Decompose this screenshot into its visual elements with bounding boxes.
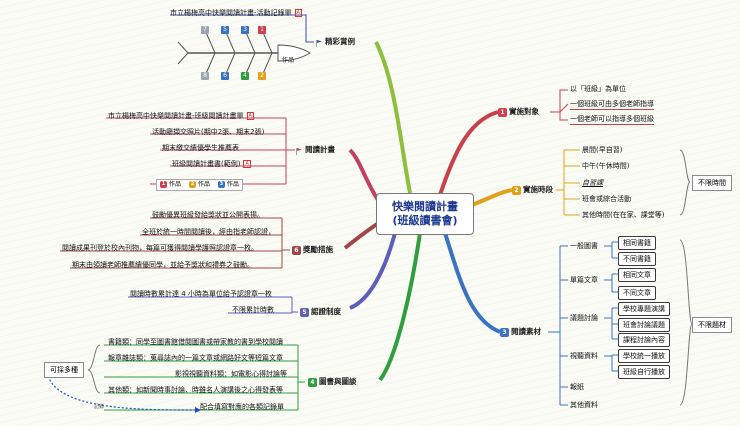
node-multi-class[interactable]: 一個老師可以指導多個班級: [570, 115, 654, 125]
link-b2: [471, 188, 513, 207]
node-different-books[interactable]: 不同書籍: [618, 252, 656, 266]
attachment-icon[interactable]: A: [243, 160, 251, 168]
link-b8: [374, 41, 412, 194]
node-general-books[interactable]: 一般圖書: [570, 242, 598, 250]
node-school-lecture[interactable]: 學校專題演講: [618, 302, 670, 316]
link-b1: [438, 110, 499, 196]
relation-label: 記錄: [94, 404, 105, 410]
work-label: 作品: [226, 181, 239, 188]
branch-label: 閱讀素材: [511, 327, 541, 336]
node-topic-discussion[interactable]: 議題討論: [570, 314, 598, 322]
work-badge: 2: [188, 181, 196, 188]
branch-showcase[interactable]: 精彩賞例: [315, 36, 355, 48]
node-other-type[interactable]: 其他類：如新聞時事討論、時雖名人演講後之心得發表等: [108, 386, 283, 394]
node-four-hours[interactable]: 閱讀時數累計達 4 小時為單位給予認證章一枚: [130, 290, 272, 298]
flag-icon: [315, 39, 322, 47]
branch-number-badge: 5: [300, 307, 309, 317]
node-activity-photos[interactable]: 活動廳擷交照片(期中2張、期末2張): [152, 128, 265, 136]
fishbone-label: 7: [201, 26, 209, 34]
node-recommend-students[interactable]: 期末由領讀老師推薦績優同學，並給予獎狀和禮券之鼓勵。: [72, 261, 254, 269]
node-meeting-topic[interactable]: 班會討論議題: [618, 318, 670, 332]
node-av-material[interactable]: 視聽資料: [570, 352, 598, 360]
central-topic-subtitle: (班級讀書會): [392, 214, 458, 227]
fishbone-label: 2: [258, 72, 266, 80]
node-newspaper[interactable]: 報紙: [570, 383, 584, 391]
flag-icon: [295, 147, 302, 155]
link-b4: [378, 232, 422, 382]
node-magazine-type[interactable]: 報章雜誌類：蒐尋誌內的一篇文章或網路好文等短篇文章: [108, 354, 283, 362]
node-study-hall[interactable]: 自習課: [582, 179, 603, 187]
link-b7: [348, 148, 380, 202]
node-single-article[interactable]: 單篇文章: [570, 276, 598, 284]
summary-unlimited-time[interactable]: 不限時間: [692, 175, 732, 191]
node-record-sheets[interactable]: 配合填寫對應的各類記錄單: [200, 403, 284, 411]
work-badge: 3: [217, 181, 225, 188]
branch-reading-plan[interactable]: 閱讀計畫: [295, 144, 335, 156]
attachment-icon[interactable]: A: [246, 112, 254, 120]
attachment-icon[interactable]: A: [294, 9, 302, 17]
node-same-article[interactable]: 相同文章: [618, 268, 656, 282]
node-school-broadcast[interactable]: 學校統一播放: [618, 349, 670, 363]
branch-label: 實施時段: [523, 185, 553, 194]
node-other-material[interactable]: 其他資料: [570, 401, 598, 409]
branch-number-badge: 1: [498, 107, 507, 117]
node-plan-example[interactable]: 班級閱讀計畫書(範例)A: [172, 160, 251, 168]
fishbone-label: 8: [201, 72, 209, 80]
node-recommend-form[interactable]: 期末繳交績優學生推薦表: [162, 144, 239, 152]
fishbone-label: 4: [241, 72, 249, 80]
node-award-class[interactable]: 鼓勵優異班級發給獎狀並公開表揚。: [152, 211, 264, 219]
branch-number-badge: 2: [512, 185, 521, 195]
work-badge: 1: [160, 181, 167, 188]
node-video-type[interactable]: 影視視聽資料類：如電影心得討論等: [175, 370, 287, 378]
node-teacher-certify[interactable]: 全班於統一時間閱讀後，經由指老師認證，: [142, 228, 275, 236]
link-b5: [349, 232, 397, 310]
link-b3: [443, 232, 501, 334]
fishbone-label: 6: [221, 72, 229, 80]
node-multi-teacher[interactable]: 一個班級可由多個老師指導: [570, 100, 654, 110]
branch-label: 精彩賞例: [325, 37, 355, 46]
link-b6: [343, 220, 382, 250]
branch-label: 實施對象: [509, 107, 539, 116]
summary-unlimited-topic[interactable]: 不限題材: [692, 317, 732, 333]
fishbone-head: 作品: [282, 57, 295, 64]
branch-label: 圖書與圖談: [319, 377, 357, 386]
central-topic-title: 快樂閱讀計畫: [392, 200, 458, 213]
node-publish-results[interactable]: 閱讀成果刊登於校內刊物，每篇可獲得閱讀學護照認證章一枚。: [62, 244, 258, 252]
branch-number-badge: 4: [308, 377, 317, 387]
node-noon[interactable]: 中午(午休時間): [582, 162, 630, 170]
branch-number-badge: 6: [292, 245, 301, 255]
summary-multiple-options[interactable]: 可採多種: [44, 362, 84, 378]
node-same-books[interactable]: 相同書籍: [618, 236, 656, 250]
fishbone-label: 3: [241, 26, 249, 34]
node-class-meeting[interactable]: 班會或綜合活動: [582, 195, 631, 203]
branch-label: 閱讀計畫: [305, 145, 335, 154]
node-no-limit-hours[interactable]: 不限累計時數: [232, 306, 274, 314]
node-morning[interactable]: 晨間(早自習): [582, 146, 623, 154]
fishbone-label: 1: [258, 26, 266, 34]
work-label: 作品: [197, 181, 210, 188]
work-label: 作品: [169, 181, 182, 188]
fishbone-label: 5: [221, 26, 229, 34]
branch-label: 認證制度: [311, 307, 341, 316]
node-course-content[interactable]: 課程討論內容: [618, 333, 670, 347]
node-other-time[interactable]: 其他時間(在在家、課堂等): [582, 211, 665, 219]
branch-label: 獎勵措施: [303, 245, 333, 254]
central-topic[interactable]: 快樂閱讀計畫 (班級讀書會): [376, 193, 474, 235]
branch-number-badge: 3: [500, 327, 509, 337]
node-class-unit[interactable]: 以「班級」為單位: [570, 85, 626, 93]
node-book-type[interactable]: 書籍類：同學至圖書館借閱圖書或帶家教的書到學校閱讀: [108, 338, 283, 346]
node-class-broadcast[interactable]: 班級自行播放: [618, 365, 670, 379]
node-different-article[interactable]: 不同文章: [618, 286, 656, 300]
